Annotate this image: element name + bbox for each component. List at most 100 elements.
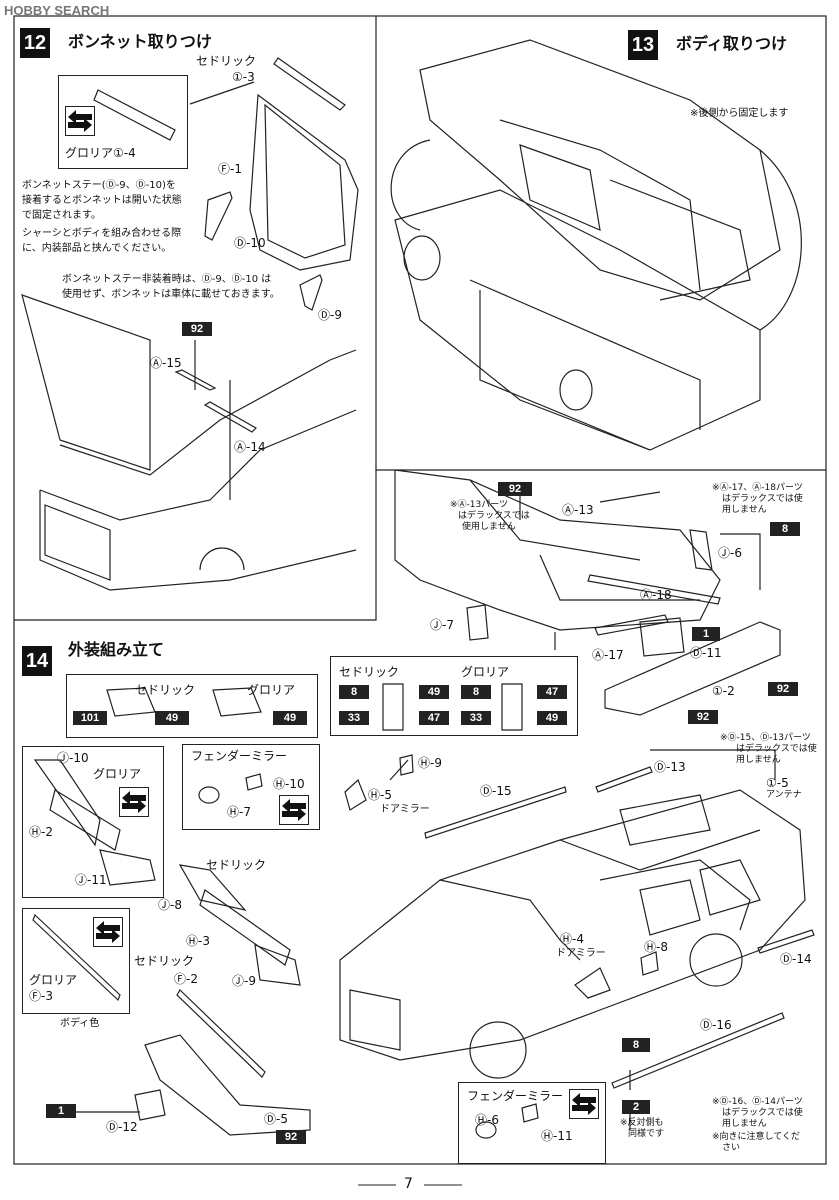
paint-92: 92	[498, 482, 532, 496]
part-a18: Ⓐ-18	[640, 588, 672, 602]
door-mirror-label: ドアミラー	[556, 948, 606, 959]
fender-mirror-box-2: フェンダーミラー Ⓗ-6 Ⓗ-11	[458, 1082, 606, 1164]
paint-2: 2	[622, 1100, 650, 1114]
note-reverse-line2: 同様です	[628, 1129, 665, 1139]
gloria-part-box: グロリア①-4	[58, 75, 188, 169]
note-a13-line3: 使用しません	[462, 522, 516, 532]
note-reverse-line1: ※反対側も	[620, 1118, 664, 1128]
step-12-title: ボンネット取りつけ	[68, 32, 212, 51]
note-a17-line1: ※Ⓐ-17、Ⓐ-18パーツ	[712, 483, 803, 493]
part-f3: Ⓕ-3	[29, 989, 53, 1003]
paint-1: 1	[692, 627, 720, 641]
note-a17-line2: はデラックスでは使	[722, 494, 803, 504]
flip-arrow-icon	[279, 795, 309, 825]
step-13-number: 13	[628, 30, 658, 60]
part-d12: Ⓓ-12	[106, 1120, 138, 1134]
part-f1: Ⓕ-1	[218, 162, 242, 176]
part-j7: Ⓙ-7	[430, 618, 454, 632]
door-mirror-label: ドアミラー	[380, 804, 430, 815]
flip-arrow-icon	[569, 1089, 599, 1119]
part-d9: Ⓓ-9	[318, 308, 342, 322]
paint-49: 49	[273, 711, 307, 725]
fender-mirror-box: フェンダーミラー Ⓗ-10 Ⓗ-7	[182, 744, 320, 830]
note-d16-line5: さい	[722, 1143, 741, 1153]
paint-101: 101	[73, 711, 107, 725]
bonnet-shape	[249, 93, 359, 271]
note2-line1: ボンネットステー非装着時は、Ⓓ-9、Ⓓ-10 は	[62, 274, 272, 285]
part-a15: Ⓐ-15	[150, 356, 182, 370]
part-h4: Ⓗ-4	[560, 932, 584, 946]
part-h7: Ⓗ-7	[227, 805, 251, 819]
note-d16-line3: 用しません	[722, 1119, 767, 1129]
part-d15: Ⓓ-15	[480, 784, 512, 798]
part-a17: Ⓐ-17	[592, 648, 624, 662]
paint-33: 33	[461, 711, 491, 725]
step-14-number: 14	[22, 646, 52, 676]
cedric-label: セドリック	[339, 665, 400, 679]
part-h9: Ⓗ-9	[418, 756, 442, 770]
part-i5: ①-5	[766, 776, 789, 790]
cedric-label: セドリック	[134, 954, 195, 968]
note2-line2: 使用せず、ボンネットは車体に載せておきます。	[62, 289, 280, 300]
part-j10: Ⓙ-10	[57, 751, 89, 765]
note-d16-line1: ※Ⓓ-16、Ⓓ-14パーツ	[712, 1097, 803, 1107]
part-d14: Ⓓ-14	[780, 952, 812, 966]
cedric-label: セドリック	[135, 683, 196, 697]
part-d5: Ⓓ-5	[264, 1112, 288, 1126]
paint-92b: 92	[768, 682, 798, 696]
note-a13-line2: はデラックスでは	[458, 511, 530, 521]
lamp-paint-box: セドリック グロリア 8 49 33 47 8 47 33 49	[330, 656, 578, 736]
note-d15-line2: はデラックスでは使	[736, 744, 817, 754]
paint-49: 49	[537, 711, 567, 725]
part-a13: Ⓐ-13	[562, 503, 594, 517]
note-a13-line1: ※Ⓐ-13パーツ	[450, 500, 509, 510]
part-j6: Ⓙ-6	[718, 546, 742, 560]
paint-92: 92	[182, 322, 212, 336]
part-h11: Ⓗ-11	[541, 1129, 573, 1143]
gloria-label: グロリア	[247, 683, 296, 697]
part-h5: Ⓗ-5	[368, 788, 392, 802]
paint-49: 49	[155, 711, 189, 725]
paint-1: 1	[46, 1104, 76, 1118]
note1-line3: で固定されます。	[22, 210, 101, 221]
gloria-label: グロリア	[93, 767, 142, 781]
cedric-label: セドリック	[196, 54, 257, 68]
note-a17-line3: 用しません	[722, 505, 767, 515]
part-j8: Ⓙ-8	[158, 898, 182, 912]
body-color-label: ボディ色	[60, 1018, 100, 1029]
paint-49: 49	[419, 685, 449, 699]
gloria-i4-label: グロリア①-4	[65, 146, 136, 160]
grille-gloria-box: Ⓙ-10 グロリア Ⓗ-2 Ⓙ-11	[22, 746, 164, 898]
paint-8: 8	[461, 685, 491, 699]
paint-92: 92	[276, 1130, 306, 1144]
part-a14: Ⓐ-14	[234, 440, 266, 454]
part-j11: Ⓙ-11	[75, 873, 107, 887]
paint-8: 8	[770, 522, 800, 536]
part-d16: Ⓓ-16	[700, 1018, 732, 1032]
note1-line2: 接着するとボンネットは開いた状態	[22, 195, 182, 206]
part-h2: Ⓗ-2	[29, 825, 53, 839]
step13-note: ※後側から固定します	[690, 108, 789, 119]
antenna-label: アンテナ	[766, 790, 802, 800]
paint-33: 33	[339, 711, 369, 725]
note-d15-line1: ※Ⓓ-15、Ⓓ-13パーツ	[720, 733, 811, 743]
step-12-number: 12	[20, 28, 50, 58]
flip-arrow-icon	[119, 787, 149, 817]
page-number: 7	[404, 1176, 413, 1192]
step-13-title: ボディ取りつけ	[676, 34, 788, 53]
gloria-label: グロリア	[461, 665, 510, 679]
flip-arrow-icon	[65, 106, 95, 136]
fender-mirror-title: フェンダーミラー	[191, 749, 288, 763]
paint-8: 8	[339, 685, 369, 699]
part-d10: Ⓓ-10	[234, 236, 266, 250]
taillight-paint-box: セドリック グロリア 101 49 49	[66, 674, 318, 738]
part-h8: Ⓗ-8	[644, 940, 668, 954]
part-h6: Ⓗ-6	[475, 1113, 499, 1127]
paint-92c: 92	[688, 710, 718, 724]
flip-arrow-icon	[93, 917, 123, 947]
note1-line1: ボンネットステー(Ⓓ-9、Ⓓ-10)を	[22, 180, 176, 191]
part-d11: Ⓓ-11	[690, 646, 722, 660]
step-14-title: 外装組み立て	[68, 640, 165, 659]
note1-line5: に、内装部品と挟んでください。	[22, 243, 172, 254]
